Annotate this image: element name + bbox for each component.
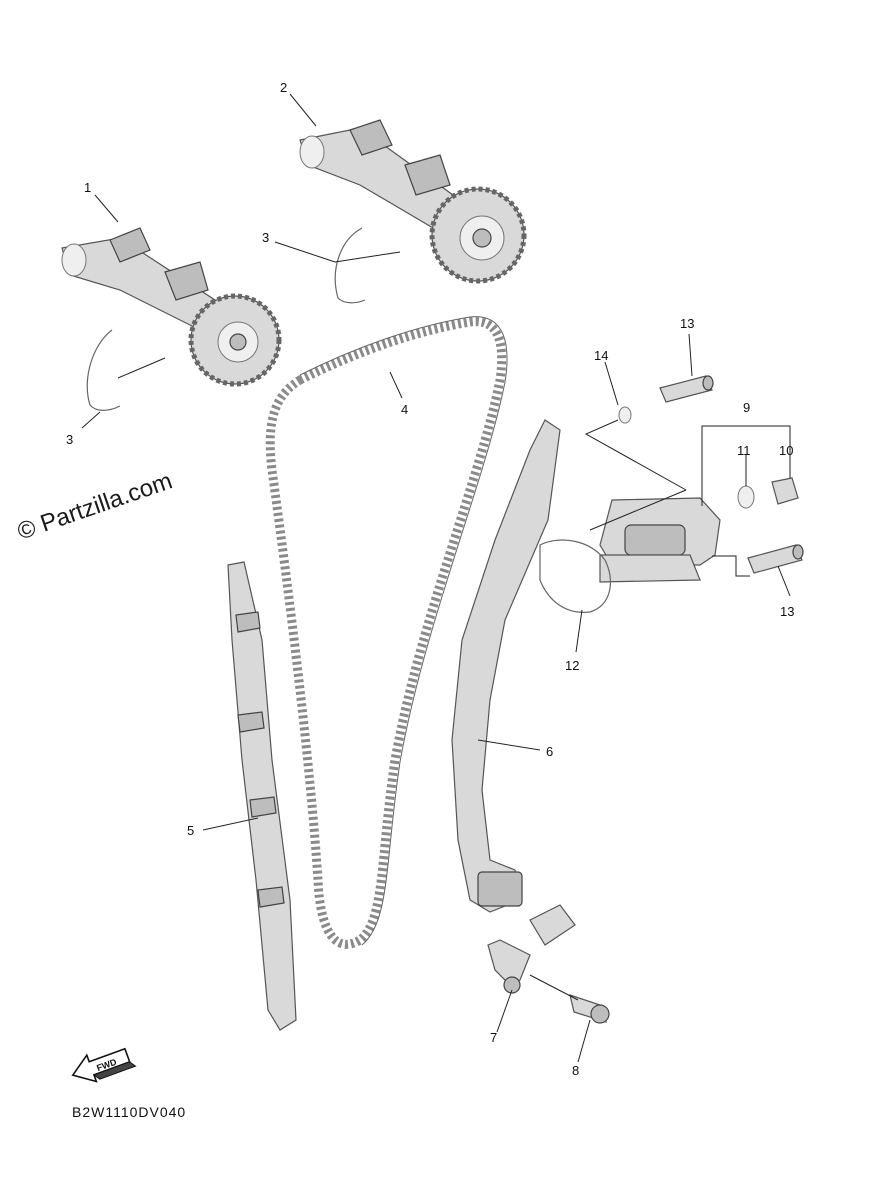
callout-8: 8 bbox=[572, 1063, 579, 1078]
chain-guide-5[interactable] bbox=[227, 561, 297, 1031]
bolt-10[interactable] bbox=[771, 477, 799, 505]
bolt-8[interactable] bbox=[569, 994, 610, 1024]
fwd-arrow-icon: FWD bbox=[71, 1047, 137, 1083]
callout-4: 4 bbox=[401, 402, 408, 417]
callout-6: 6 bbox=[546, 744, 553, 759]
clip-3-upper[interactable] bbox=[334, 227, 366, 304]
gasket-12[interactable] bbox=[539, 539, 612, 613]
callout-13-upper: 13 bbox=[680, 316, 694, 331]
callout-7: 7 bbox=[490, 1030, 497, 1045]
diagram-code: B2W1110DV040 bbox=[72, 1104, 187, 1120]
callout-1: 1 bbox=[84, 180, 91, 195]
callout-3-upper: 3 bbox=[262, 230, 269, 245]
washer-14[interactable] bbox=[618, 406, 632, 424]
callout-9: 9 bbox=[743, 400, 750, 415]
collar-7[interactable] bbox=[487, 904, 576, 994]
cam-chain-4[interactable] bbox=[265, 316, 508, 949]
gasket-11[interactable] bbox=[737, 485, 755, 509]
tensioner-assembly-9[interactable] bbox=[599, 497, 721, 583]
callout-14: 14 bbox=[594, 348, 608, 363]
camshaft-1[interactable] bbox=[61, 227, 282, 387]
callout-12: 12 bbox=[565, 658, 579, 673]
leader-lines bbox=[81, 93, 791, 1063]
callout-10: 10 bbox=[779, 443, 793, 458]
clip-3-left[interactable] bbox=[86, 329, 121, 411]
callout-2: 2 bbox=[280, 80, 287, 95]
callout-numbers: 1 2 3 3 4 5 6 7 8 9 10 11 12 13 13 14 bbox=[66, 80, 794, 1078]
tensioner-guide-6[interactable] bbox=[451, 419, 561, 913]
camshaft-2[interactable] bbox=[299, 119, 527, 284]
bolt-13-lower[interactable] bbox=[747, 544, 804, 574]
bolt-13-upper[interactable] bbox=[659, 375, 714, 403]
callout-13-lower: 13 bbox=[780, 604, 794, 619]
callout-3-lower: 3 bbox=[66, 432, 73, 447]
callout-11: 11 bbox=[737, 443, 751, 458]
callout-5: 5 bbox=[187, 823, 194, 838]
